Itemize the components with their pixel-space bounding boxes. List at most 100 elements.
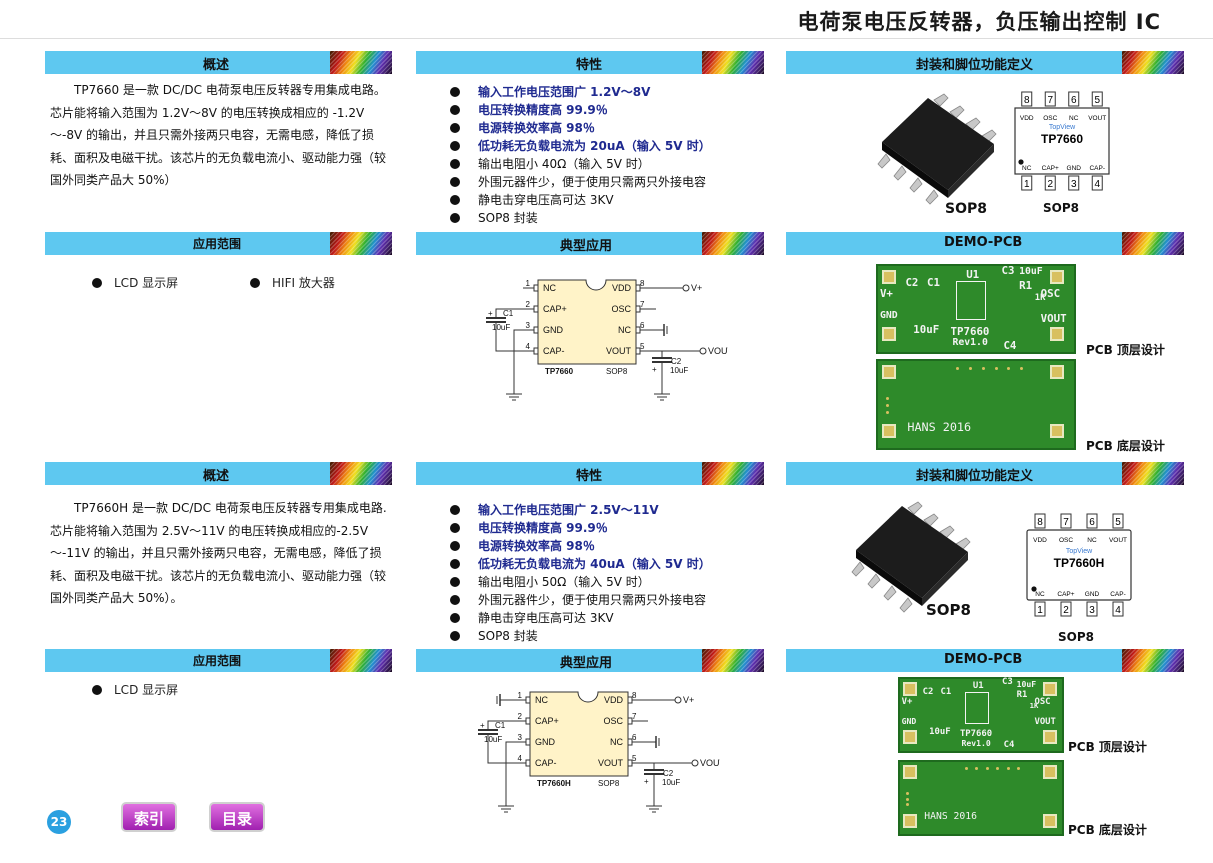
chip-name: TP7660 [1041,132,1083,146]
pcb-silkscreen-text: VOUT [1034,717,1056,728]
header-package-1: 封装和脚位功能定义 [786,51,1184,74]
pin-number: 4 [1094,179,1100,190]
pcb-pad [881,327,896,342]
pinout-diagram-1: 8VDD7OSC6NC5VOUTTopViewTP76601NC2CAP+3GN… [1014,91,1110,191]
pcb-silkscreen-text: C2 [905,275,919,289]
overview-text-1: TP7660 是一款 DC/DC 电荷泵电压反转器专用集成电路。芯片能将输入范围… [50,83,387,187]
plus-sign: + [652,365,657,374]
pcb-pad [881,364,896,379]
page-title: 电荷泵电压反转器，负压输出控制 IC [797,10,1161,34]
header-typical-2: 典型应用 [416,649,764,672]
pcb-silkscreen-text: C3 [1001,264,1015,278]
pin-number: 5 [1115,517,1121,528]
schematic-pin-number: 6 [640,321,645,330]
schematic-pin-label: VDD [604,695,624,705]
header-overview-2: 概述 [45,462,392,485]
pcb-via [1006,766,1010,770]
pcb-silkscreen-text: 1K [1029,701,1039,711]
bullet-icon [92,685,102,695]
bullet-icon [250,278,260,288]
pcb-silkscreen-text: C1 [927,275,940,289]
pcb-silkscreen-text: TP7660 [959,728,993,739]
schematic-pin-label: CAP+ [535,716,559,726]
header-features-2: 特性 [416,462,764,485]
feature-list-1: 输入工作电压范围广 1.2V～8V 电压转换精度高 99.9％ 电源转换效率高 … [446,83,711,227]
pcb-silkscreen-text: C1 [940,687,952,697]
pcb-pad [1042,682,1057,697]
schematic-pin-number: 6 [632,733,637,742]
pin-label: VDD [1020,115,1034,122]
pcb-silkscreen-text: U1 [972,680,984,691]
pcb-bottom-label-1: PCB 底层设计 [1086,439,1165,453]
header-application-2: 应用范围 [45,649,392,672]
pcb-silkscreen-text: 10uF [1019,266,1043,277]
pin-number: 2 [1047,179,1053,190]
feature-item: 电压转换精度高 99.9％ [446,519,711,537]
pin-number: 3 [1089,605,1095,616]
feature-item: 电压转换精度高 99.9％ [446,101,711,119]
pin-number: 6 [1071,95,1077,106]
schematic-pin-label: VDD [612,283,632,293]
pcb-pad [903,814,918,829]
pcb-silkscreen-text: HANS 2016 [924,811,977,823]
pcb-silkscreen-text: 1K [1034,292,1046,303]
pcb-silkscreen-text: Rev1.0 [961,738,991,749]
pcb-via [956,366,960,370]
pcb-silkscreen-text: TP7660 [950,325,990,339]
package-label-1: SOP8 [945,201,987,217]
feature-item: 输入工作电压范围广 2.5V～11V [446,501,711,519]
package-label-2: SOP8 [926,601,971,619]
pin-label: CAP- [1089,165,1105,172]
schematic-pin-number: 4 [518,754,523,763]
rainbow-decoration [330,462,392,485]
schematic-pin-number: 3 [526,321,531,330]
header-features-1: 特性 [416,51,764,74]
pin-number: 4 [1115,605,1121,616]
c1-value: 10uF [484,735,502,744]
pcb-silkscreen-text: V+ [879,287,893,301]
pinout-package-label-1: SOP8 [1043,201,1079,215]
schematic-pin-number: 1 [526,279,531,288]
pin-label: VDD [1033,537,1047,544]
feature-item: 输出电阻小 50Ω（输入 5V 时） [446,573,711,591]
pin-number-box [1021,91,1033,107]
pcb-silkscreen-text: 10uF [929,727,951,737]
schematic-pin-number: 5 [640,342,645,351]
application-item: LCD 显示屏 [92,274,178,291]
pcb-silkscreen-text: OSC [1040,287,1061,301]
vout-label: VOUT [700,758,720,768]
toc-button[interactable]: 目录 [209,802,265,832]
feature-item: 电源转换效率高 98％ [446,537,711,555]
schematic-pin-label: CAP- [543,346,565,356]
schematic-pin-label: GND [543,325,564,335]
sop8-chip-image-2 [851,501,971,613]
header-overview-1: 概述 [45,51,392,74]
feature-item: 低功耗无负载电流为 20uA（输入 5V 时） [446,137,711,155]
pcb-pad [1050,424,1065,439]
page-number: 23 [47,810,71,834]
schematic-package: SOP8 [598,779,620,788]
rainbow-decoration [702,51,764,74]
schematic-pin-label: CAP+ [543,304,567,314]
schematic-pin-number: 1 [518,691,523,700]
schematic-pin-label: NC [535,695,548,705]
schematic-chip-name: TP7660H [537,779,571,788]
header-demo-1: DEMO-PCB [786,232,1184,255]
pin-number-box [1044,175,1056,191]
index-button[interactable]: 索引 [121,802,177,832]
schematic-pin-label: OSC [611,304,631,314]
pin-label: OSC [1059,537,1073,544]
schematic-pin-label: GND [535,737,556,747]
pin-number-box [1068,91,1080,107]
pcb-via [906,792,910,796]
schematic-chip-name: TP7660 [545,367,574,376]
pcb-via [1020,366,1024,370]
schematic-pin-label: NC [618,325,631,335]
pcb-bottom-board-2: HANS 2016 [898,760,1064,836]
pin-number: 8 [1037,517,1043,528]
pcb-silkscreen-text: V+ [901,696,913,707]
pcb-pad [881,424,896,439]
rainbow-decoration [702,232,764,255]
chip-name: TP7660H [1054,556,1105,570]
pcb-silkscreen-text: C2 [922,687,934,697]
